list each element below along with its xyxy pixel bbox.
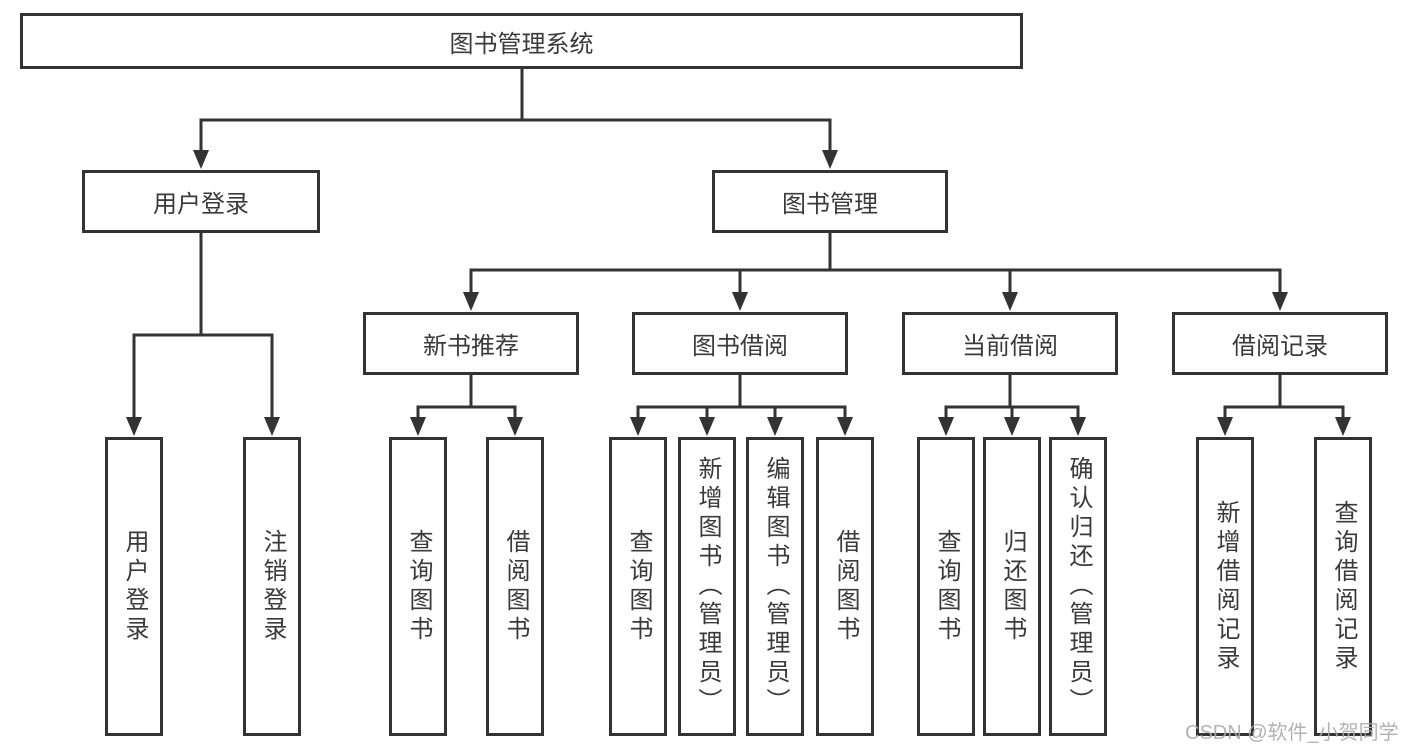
leaf-add-borrow-record: 新增借阅记录 <box>1196 437 1254 736</box>
leaf-query-books-recommend-label: 查询图书 <box>405 528 432 645</box>
node-book-management: 图书管理 <box>712 170 948 233</box>
leaf-query-borrow-record: 查询借阅记录 <box>1314 437 1372 736</box>
arrowheads <box>126 150 1351 436</box>
node-root-label: 图书管理系统 <box>449 30 594 58</box>
node-current-borrow-label: 当前借阅 <box>962 333 1058 360</box>
leaf-query-books-current-label: 查询图书 <box>933 528 960 645</box>
leaf-borrow-books-recommend-label: 借阅图书 <box>502 528 529 645</box>
node-current-borrow: 当前借阅 <box>902 312 1118 375</box>
csdn-watermark: CSDN @软件_小贺同学 <box>1185 722 1399 744</box>
leaf-query-books-borrow-label: 查询图书 <box>625 528 652 645</box>
leaf-query-books-recommend: 查询图书 <box>389 437 447 736</box>
leaf-logout: 注销登录 <box>243 437 301 736</box>
node-borrow-records: 借阅记录 <box>1172 312 1388 375</box>
leaf-add-books-admin: 新增图书（管理员） <box>678 437 736 736</box>
node-new-book-recommend: 新书推荐 <box>363 312 579 375</box>
leaf-borrow-books-recommend: 借阅图书 <box>486 437 544 736</box>
node-new-book-recommend-label: 新书推荐 <box>423 333 519 360</box>
leaf-add-books-admin-label: 新增图书（管理员） <box>694 456 721 717</box>
node-root: 图书管理系统 <box>20 13 1023 69</box>
node-user-login: 用户登录 <box>82 170 320 233</box>
leaf-query-borrow-record-label: 查询借阅记录 <box>1330 499 1357 674</box>
leaf-add-borrow-record-label: 新增借阅记录 <box>1212 499 1239 674</box>
leaf-user-login: 用户登录 <box>105 437 163 736</box>
leaf-confirm-return-admin-label: 确认归还（管理员） <box>1065 456 1092 717</box>
leaf-logout-label: 注销登录 <box>259 528 286 645</box>
leaf-borrow-books-label: 借阅图书 <box>832 528 859 645</box>
node-borrow-records-label: 借阅记录 <box>1232 333 1328 360</box>
leaf-query-books-borrow: 查询图书 <box>609 437 667 736</box>
leaf-borrow-books: 借阅图书 <box>816 437 874 736</box>
leaf-edit-books-admin: 编辑图书（管理员） <box>746 437 804 736</box>
node-book-borrow: 图书借阅 <box>632 312 848 375</box>
leaf-confirm-return-admin: 确认归还（管理员） <box>1049 437 1107 736</box>
node-user-login-label: 用户登录 <box>153 191 249 218</box>
leaf-return-books-label: 归还图书 <box>999 528 1026 645</box>
leaf-query-books-current: 查询图书 <box>917 437 975 736</box>
leaf-user-login-label: 用户登录 <box>121 528 148 645</box>
leaf-return-books: 归还图书 <box>983 437 1041 736</box>
node-book-management-label: 图书管理 <box>782 191 878 218</box>
node-book-borrow-label: 图书借阅 <box>692 333 788 360</box>
leaf-edit-books-admin-label: 编辑图书（管理员） <box>762 456 789 717</box>
